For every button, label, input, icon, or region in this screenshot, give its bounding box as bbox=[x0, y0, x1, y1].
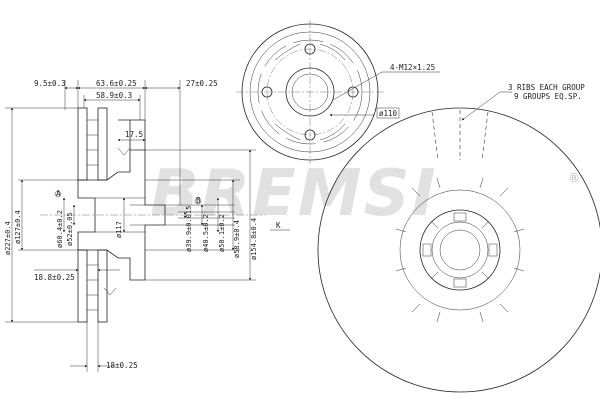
dim-d2: ø40.5±0.2 bbox=[202, 214, 210, 252]
pcd-frame bbox=[376, 107, 400, 119]
hub-front-view: 4-M12×1.25 ø110 bbox=[236, 20, 440, 164]
dim-hub-step: 17.5 bbox=[125, 130, 143, 139]
dim-d5: ø154.8±0.4 bbox=[250, 218, 258, 260]
right-dimensions: ø39.9±0.015 ø40.5±0.2 ø50.1±0.2 ø58.9±0.… bbox=[115, 149, 290, 281]
label-ribs-1: 3 RIBS EACH GROUP bbox=[508, 83, 585, 92]
datum-a-label: A bbox=[56, 189, 61, 198]
brand-watermark: BREMSI ® bbox=[150, 157, 580, 231]
cross-section-view bbox=[40, 107, 265, 323]
top-dimensions: 9.5±0.3 63.6±0.25 58.9±0.3 27±0.25 17.5 bbox=[34, 79, 218, 205]
datum-a-marker bbox=[54, 190, 62, 198]
dim-thickness: 18.8±0.25 bbox=[34, 273, 75, 282]
vent-slots bbox=[395, 177, 525, 323]
dim-d4: ø58.9±0.4 bbox=[233, 220, 241, 258]
ring-lower-outer bbox=[77, 249, 88, 323]
dim-vent-width: 18±0.25 bbox=[106, 361, 138, 370]
dim-inner-diameter: ø127±0.4 bbox=[14, 210, 22, 244]
surface-mark-lower bbox=[103, 287, 117, 296]
label-ribs-2: 9 GROUPS EQ.SP. bbox=[514, 92, 582, 101]
bottom-dimensions: 18±0.25 bbox=[70, 322, 138, 372]
watermark-registered: ® bbox=[568, 171, 580, 185]
bolt-hole-right bbox=[347, 86, 359, 98]
label-pcd: ø110 bbox=[379, 109, 398, 118]
bolt-hole-left bbox=[261, 86, 273, 98]
surface-mark-upper bbox=[117, 147, 131, 156]
dim-offset-left: 9.5±0.3 bbox=[34, 79, 66, 88]
bolt-hole-top bbox=[304, 43, 316, 55]
dim-d-mid: ø117 bbox=[115, 221, 123, 238]
watermark-text: BREMSI bbox=[150, 157, 437, 231]
dim-offset-right: 27±0.25 bbox=[186, 79, 218, 88]
rotor-hat-circle bbox=[399, 189, 521, 311]
ring-upper-outer bbox=[77, 107, 88, 181]
section-mark-k: K bbox=[276, 221, 281, 230]
rotor-outer-circle bbox=[317, 107, 600, 393]
label-bolts: 4-M12×1.25 bbox=[390, 63, 435, 72]
rotor-face-view: 3 RIBS EACH GROUP 9 GROUPS EQ.SP. bbox=[317, 83, 600, 393]
dim-d1: ø39.9±0.015 bbox=[185, 206, 193, 252]
dim-width-inner: 58.9±0.3 bbox=[96, 91, 132, 100]
dim-outer-diameter: ø227±0.4 bbox=[4, 221, 12, 255]
ring-lower-inner bbox=[97, 249, 108, 323]
dim-bore-1: ø60.4±0.2 bbox=[56, 210, 64, 248]
bolt-hole-bottom bbox=[304, 129, 316, 141]
left-dimensions: ø227±0.4 ø127±0.4 ø60.4±0.2 ø52±0.05 A 1… bbox=[4, 107, 120, 323]
datum-b-label: B bbox=[196, 196, 201, 205]
dim-bore-2: ø52±0.05 bbox=[66, 212, 74, 246]
datum-b-marker bbox=[194, 197, 202, 205]
ring-upper-inner bbox=[97, 107, 108, 181]
dim-d3: ø50.1±0.2 bbox=[218, 214, 226, 252]
rib-group bbox=[431, 110, 489, 161]
rotor-bore-circle bbox=[431, 221, 489, 279]
dim-width-total: 63.6±0.25 bbox=[96, 79, 137, 88]
rotor-hub-circle bbox=[419, 209, 501, 291]
